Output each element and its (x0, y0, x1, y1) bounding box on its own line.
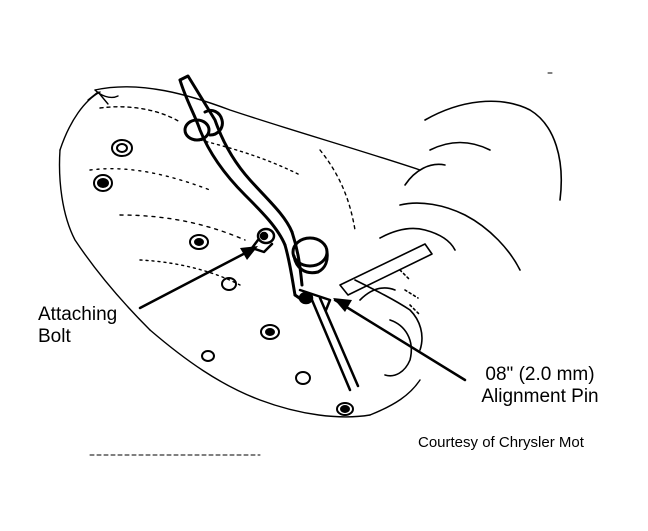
attaching-bolt-label: Attaching Bolt (38, 304, 117, 348)
attaching-bolt (250, 227, 276, 254)
shift-lever (178, 74, 312, 304)
housing-outline (58, 86, 421, 418)
arrowhead-pin (333, 298, 352, 312)
arrow-attaching-bolt (138, 246, 257, 310)
bottom-rule (89, 72, 553, 456)
alignment-pin-label-line1: 08" (2.0 mm) (485, 364, 595, 385)
alignment-pin-label-line2: Alignment Pin (481, 386, 599, 407)
alignment-pin (298, 288, 360, 392)
attaching-bolt-label-line2: Bolt (38, 326, 71, 347)
attaching-bolt-label-line1: Attaching (38, 304, 118, 325)
housing-holes (93, 139, 354, 416)
image-credit: Courtesy of Chrysler Mot (418, 434, 584, 451)
hand-illustration (339, 100, 563, 377)
alignment-pin-label: 08" (2.0 mm) Alignment Pin (470, 364, 610, 408)
arrow-alignment-pin (333, 298, 467, 382)
leader-arrows (138, 246, 467, 382)
arrowhead-bolt (240, 246, 258, 260)
lever-boss (291, 236, 329, 275)
